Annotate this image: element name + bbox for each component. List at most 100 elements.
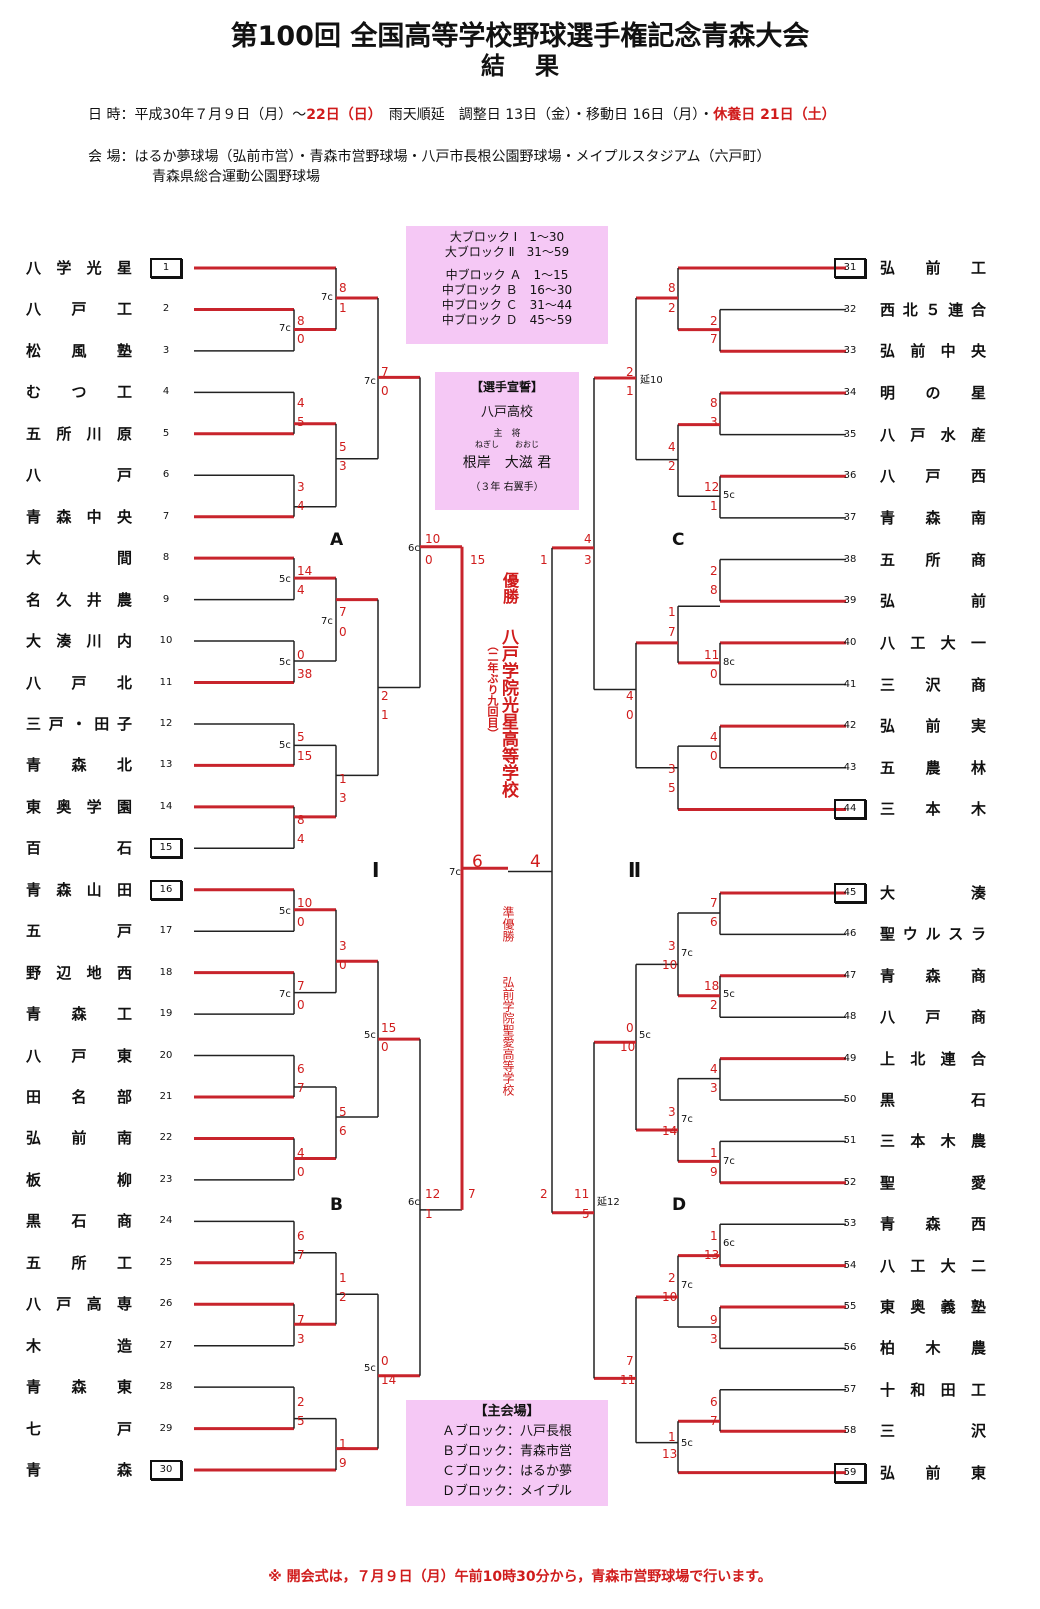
game-score: 1 <box>710 499 718 513</box>
team-name: 弘前工 <box>880 259 986 277</box>
game-score: 7 <box>468 1187 476 1201</box>
team-name: 三本木 <box>880 800 986 819</box>
game-note: 6c <box>408 543 420 554</box>
team-name: 青森 <box>26 1461 132 1480</box>
team-number: 28 <box>159 1381 173 1393</box>
team-number: 18 <box>159 966 173 978</box>
game-score: 0 <box>297 998 305 1012</box>
team-name: 田名部 <box>26 1088 132 1106</box>
team-number: 51 <box>843 1135 857 1147</box>
oath-ruby: ねぎし おおじ <box>475 440 539 449</box>
game-score: 0 <box>710 749 718 763</box>
team-name: 青森工 <box>26 1005 132 1024</box>
game-score: 10 <box>662 1290 678 1304</box>
game-score: 2 <box>297 1395 305 1409</box>
block-legend-box: 大ブロック Ⅰ 1〜30 大ブロック Ⅱ 31〜59 中ブロック Ａ 1〜15 … <box>406 226 608 344</box>
oath-detail: （３年 右翼手） <box>470 482 544 493</box>
game-score: 3 <box>339 459 347 473</box>
schedule-line: 日 時：平成30年７月９日（月）〜22日（日） 雨天順延 調整日 13日（金）・… <box>88 104 836 124</box>
game-note: 5c <box>279 906 291 917</box>
team-name: 板柳 <box>26 1170 132 1189</box>
game-score: 8 <box>297 813 305 827</box>
team-number: 58 <box>843 1425 857 1437</box>
game-score: 5 <box>297 415 305 429</box>
team-name: 東奥義塾 <box>880 1298 986 1316</box>
game-score: 3 <box>668 762 676 776</box>
game-score: 10 <box>662 958 678 972</box>
team-number: 19 <box>159 1008 173 1020</box>
game-score: 8 <box>710 396 718 410</box>
team-name: 三戸・田子 <box>26 714 132 733</box>
game-note: 7c <box>681 1114 693 1125</box>
game-score: 11 <box>574 1187 590 1201</box>
game-score: 5 <box>339 1105 347 1119</box>
game-score: 3 <box>339 791 347 805</box>
team-name: 八戸東 <box>26 1046 132 1065</box>
team-number: 29 <box>159 1422 173 1434</box>
block-legend-line: 中ブロック Ｃ 31〜44 <box>441 298 573 312</box>
game-score: 4 <box>668 440 676 454</box>
team-name: 黒石商 <box>26 1212 132 1231</box>
team-number: 34 <box>843 386 857 398</box>
game-score: 4 <box>297 832 305 846</box>
game-score: 3 <box>297 1332 305 1346</box>
game-score: 0 <box>339 625 347 639</box>
team-number: 23 <box>159 1173 173 1185</box>
team-number: 10 <box>159 635 173 647</box>
team-number: 45 <box>834 883 866 903</box>
team-number: 17 <box>159 925 173 937</box>
game-note: 7c <box>279 323 291 334</box>
game-score: 6 <box>297 1062 305 1076</box>
game-score: 8 <box>297 314 305 328</box>
main-venue-line: Ａブロック：八戸長根 <box>441 1424 572 1439</box>
game-score: 1 <box>339 1271 347 1285</box>
game-score: 7 <box>710 896 718 910</box>
game-score: 5 <box>668 781 676 795</box>
block-label-d: D <box>672 1195 687 1215</box>
game-score: 2 <box>668 301 676 315</box>
oath-role: 主 将 <box>493 429 521 439</box>
game-note: 6c <box>723 1238 735 1249</box>
team-number: 36 <box>843 470 857 482</box>
champion-note: （二年ぶり九回目） <box>486 640 499 739</box>
game-note: 延12 <box>597 1197 620 1208</box>
team-name: 八戸水産 <box>880 425 986 444</box>
team-number: 38 <box>843 553 857 565</box>
final-score-right: 4 <box>530 852 541 872</box>
oath-box: 【選手宣誓】 八戸高校 主 将 ねぎし おおじ 根岸 大滋 君 （３年 右翼手） <box>435 372 579 510</box>
team-name: 青森商 <box>880 966 986 985</box>
game-score: 2 <box>710 564 718 578</box>
schedule-text2: 雨天順延 調整日 13日（金）・移動日 16日（月）・ <box>374 107 714 123</box>
game-score: 0 <box>381 384 389 398</box>
team-number: 15 <box>150 838 182 859</box>
team-name: 八戸商 <box>880 1008 986 1027</box>
game-score: 1 <box>540 553 548 567</box>
game-score: 1 <box>668 1430 676 1444</box>
team-number: 31 <box>834 258 866 278</box>
game-score: 14 <box>381 1373 397 1387</box>
block-legend-line: 大ブロック Ⅱ 31〜59 <box>444 245 570 259</box>
game-note: 7c <box>723 1156 735 1167</box>
team-name: 百石 <box>26 839 132 858</box>
game-score: 4 <box>297 396 305 410</box>
team-name: 五所川原 <box>26 424 132 443</box>
game-score: 11 <box>704 648 720 662</box>
team-number: 43 <box>843 761 857 773</box>
game-score: 2 <box>710 998 718 1012</box>
game-score: 3 <box>339 939 347 953</box>
team-number: 37 <box>843 511 857 523</box>
team-name: 三沢商 <box>880 675 986 694</box>
final-score-left: 6 <box>472 852 483 872</box>
team-number: 40 <box>843 636 857 648</box>
game-score: 18 <box>704 979 720 993</box>
game-score: 0 <box>297 1165 305 1179</box>
game-score: 3 <box>668 939 676 953</box>
team-number: 7 <box>162 510 170 522</box>
game-score: 0 <box>381 1354 389 1368</box>
venue-line1: 会 場：はるか夢球場（弘前市営）・青森市営野球場・八戸市長根公園野球場・メイプル… <box>88 146 770 166</box>
team-number: 13 <box>159 759 173 771</box>
game-score: 7 <box>297 1248 305 1262</box>
game-score: 5 <box>297 730 305 744</box>
team-name: 聖ウルスラ <box>880 925 986 944</box>
